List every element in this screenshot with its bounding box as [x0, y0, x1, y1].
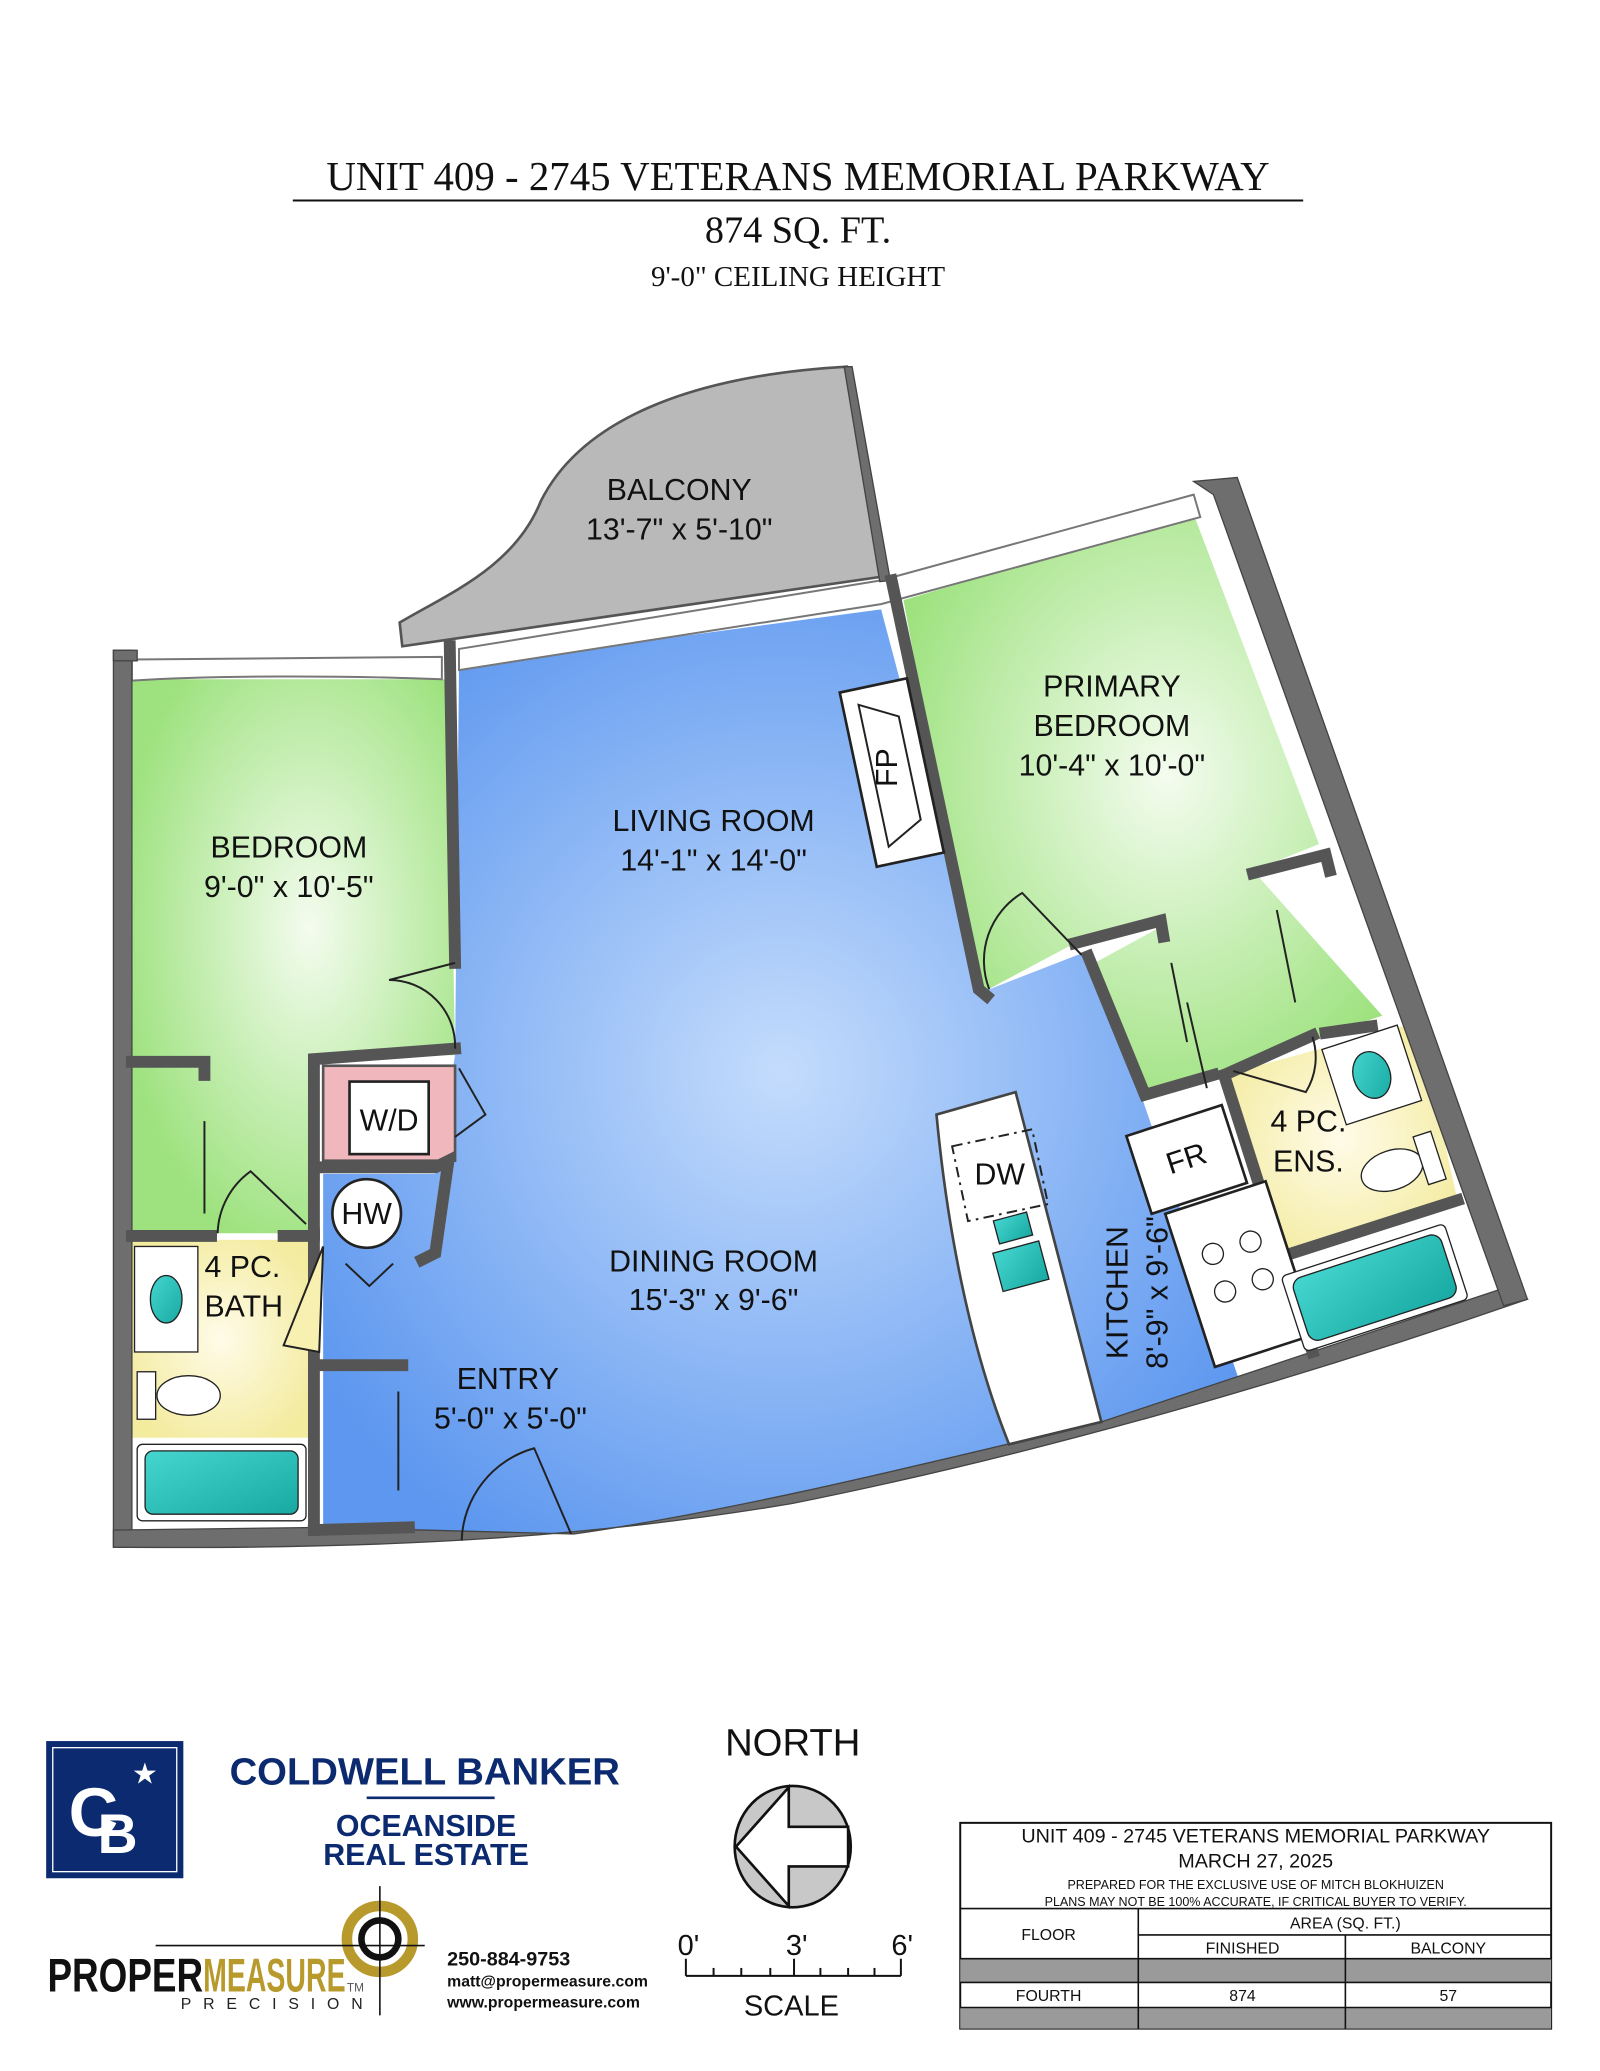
table-date: MARCH 27, 2025 [1178, 1851, 1333, 1873]
brokerage-office: OCEANSIDE [336, 1810, 516, 1843]
svg-text:C: C [69, 1774, 119, 1851]
washer-dryer [348, 1080, 430, 1156]
scale-tick-label: 6' [891, 1930, 913, 1962]
entry-dims: 5'-0" x 5'-0" [434, 1402, 587, 1435]
plan-title: UNIT 409 - 2745 VETERANS MEMORIAL PARKWA… [326, 154, 1269, 199]
table-header-area: AREA (SQ. FT.) [1290, 1915, 1401, 1932]
bedroom-area [131, 679, 456, 1234]
balcony-name: BALCONY [607, 474, 752, 507]
compass-label: NORTH [725, 1722, 860, 1765]
sink-basin [992, 1211, 1034, 1245]
primary-bedroom-dims: 10'-4" x 10'-0" [1019, 750, 1206, 783]
bedroom-name: BEDROOM [211, 831, 368, 864]
interior-wall [307, 1521, 415, 1537]
contact-email: matt@propermeasure.com [447, 1973, 648, 1990]
proper-measure-tm: TM [347, 1981, 364, 1995]
primary-bedroom-name: PRIMARY [1043, 670, 1181, 703]
living-room-name: LIVING ROOM [612, 805, 814, 838]
fireplace-label: FP [871, 748, 904, 787]
interior-wall [1285, 1192, 1465, 1261]
ensuite-name: ENS. [1273, 1145, 1344, 1178]
washer-dryer-label: W/D [360, 1104, 419, 1137]
table-note: PLANS MAY NOT BE 100% ACCURATE, IF CRITI… [1045, 1895, 1467, 1909]
primary-bedroom-name: BEDROOM [1034, 710, 1191, 743]
proper-measure-proper: PROPER [47, 1950, 203, 2003]
dishwasher-outline [950, 1128, 1050, 1223]
proper-measure-precision: PRECISION [181, 1996, 375, 2013]
scale-tick-label: 0' [678, 1930, 700, 1962]
window-strip [130, 655, 443, 682]
scale-label: SCALE [744, 1990, 839, 2022]
interior-wall [1245, 847, 1337, 881]
scale-tick-label: 3' [786, 1930, 808, 1962]
brokerage-office: REAL ESTATE [323, 1839, 529, 1872]
table-header-balcony: BALCONY [1410, 1940, 1486, 1957]
primary-bedroom-area [903, 514, 1383, 1095]
contact-phone: 250-884-9753 [447, 1948, 570, 1970]
info-table: UNIT 409 - 2745 VETERANS MEMORIAL PARKWA… [959, 1821, 1553, 2030]
balcony-area [398, 365, 886, 648]
proper-measure-logo: PROPER MEASURE TM PRECISION [47, 1886, 425, 2016]
table-cell-balcony: 57 [1439, 1988, 1457, 2005]
table-note: PREPARED FOR THE EXCLUSIVE USE OF MITCH … [1067, 1878, 1443, 1892]
table-header-finished: FINISHED [1206, 1940, 1280, 1957]
sink-basin [1352, 1051, 1392, 1099]
interior-wall [125, 1055, 211, 1081]
wall-bottom [112, 1285, 1529, 1549]
wall-top-left [112, 649, 138, 662]
contact-website: www.propermeasure.com [446, 1995, 640, 2012]
bath-name: BATH [204, 1290, 283, 1323]
hot-water-label: HW [341, 1198, 392, 1231]
interior-wall [884, 573, 995, 1005]
sink-basin [149, 1274, 183, 1324]
coldwell-banker-logo: C B ★ [46, 1741, 184, 1879]
interior-wall [1080, 948, 1221, 1102]
brokerage-name: COLDWELL BANKER [230, 1751, 620, 1794]
fireplace [838, 676, 946, 869]
door-swing [203, 891, 1317, 1541]
table-title: UNIT 409 - 2745 VETERANS MEMORIAL PARKWA… [1021, 1826, 1490, 1848]
svg-text:B: B [98, 1803, 138, 1865]
entry-name: ENTRY [457, 1363, 559, 1396]
wall-left [112, 649, 133, 1548]
toilet [1360, 1130, 1447, 1193]
hot-water-tank [331, 1177, 403, 1250]
balcony-dims: 13'-7" x 5'-10" [586, 513, 773, 546]
bathtub-basin [1292, 1234, 1457, 1341]
interior-wall [307, 1150, 456, 1268]
north-arrow-icon [733, 1783, 853, 1910]
bath-name: 4 PC. [204, 1251, 280, 1284]
wall-right [1191, 476, 1529, 1307]
stove [1163, 1179, 1317, 1369]
interior-wall [307, 1042, 462, 1240]
sink-basin [992, 1240, 1050, 1293]
proper-measure-measure: MEASURE [203, 1950, 345, 2003]
ceiling-height: 9'-0" CEILING HEIGHT [651, 261, 945, 293]
bedroom-dims: 9'-0" x 10'-5" [204, 871, 374, 904]
ensuite-name: 4 PC. [1271, 1106, 1347, 1139]
svg-text:★: ★ [132, 1758, 158, 1790]
dining-room-name: DINING ROOM [609, 1246, 818, 1279]
table-cell-finished: 874 [1229, 1988, 1256, 2005]
table-cell-floor: FOURTH [1016, 1988, 1082, 2005]
kitchen-name: KITCHEN [1102, 1226, 1135, 1359]
living-room-dims: 14'-1" x 14'-0" [620, 845, 807, 878]
dishwasher-label: DW [975, 1158, 1026, 1191]
kitchen-dims: 8'-9" x 9'-6" [1141, 1216, 1174, 1369]
fridge [1124, 1103, 1249, 1216]
table-header-floor: FLOOR [1021, 1927, 1075, 1944]
bathtub-basin [144, 1450, 299, 1515]
plan-area: 874 SQ. FT. [705, 210, 891, 252]
interior-wall [1067, 913, 1171, 951]
dining-room-dims: 15'-3" x 9'-6" [629, 1284, 799, 1317]
toilet [136, 1371, 221, 1420]
interior-wall [1216, 1019, 1379, 1083]
scale-bar [684, 1958, 902, 1977]
interior-wall [443, 640, 462, 969]
